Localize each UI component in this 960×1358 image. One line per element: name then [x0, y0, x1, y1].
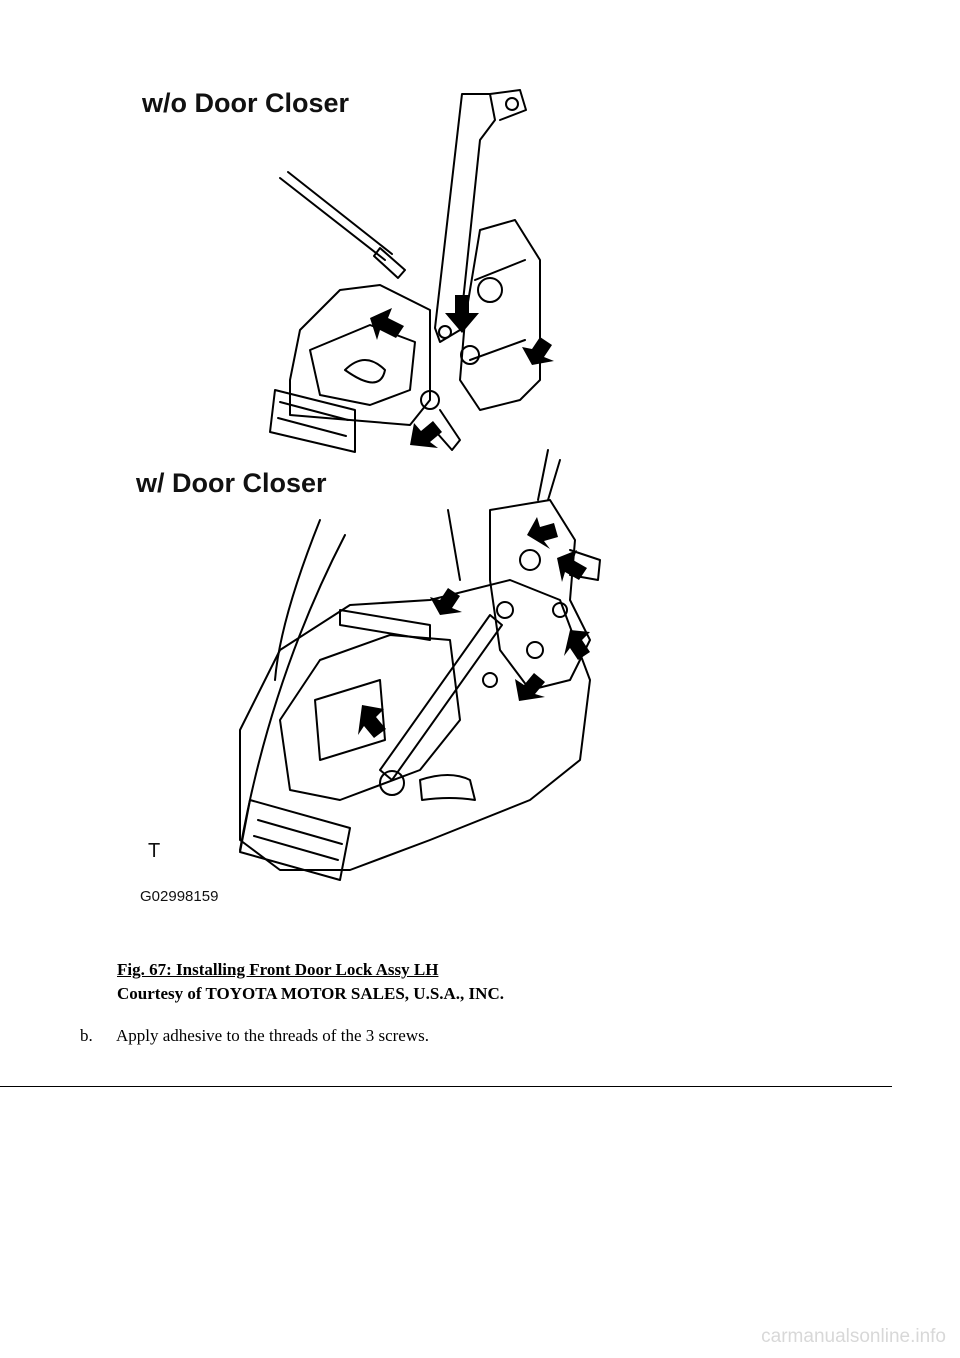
lock-with-closer-drawing: [239, 449, 601, 881]
front-direction-marker: T: [148, 840, 161, 862]
step-marker: b.: [80, 1026, 93, 1045]
site-watermark: carmanualsonline.info: [761, 1326, 946, 1347]
door-lock-illustration: w/o Door Closer w/ Door Closer: [130, 80, 650, 910]
procedure-step: b. Apply adhesive to the threads of the 3…: [80, 1026, 429, 1046]
figure-caption-credit: Courtesy of TOYOTA MOTOR SALES, U.S.A., …: [117, 984, 504, 1003]
figure-id-code: G02998159: [140, 888, 219, 905]
label-with-door-closer: w/ Door Closer: [136, 468, 327, 498]
section-divider: [0, 1086, 892, 1087]
lock-without-closer-drawing: [269, 89, 554, 453]
label-without-door-closer: w/o Door Closer: [142, 88, 350, 118]
lock-assembly-drawing: [239, 89, 601, 881]
step-text: Apply adhesive to the threads of the 3 s…: [116, 1026, 429, 1045]
figure-caption-title[interactable]: Fig. 67: Installing Front Door Lock Assy…: [117, 960, 439, 979]
